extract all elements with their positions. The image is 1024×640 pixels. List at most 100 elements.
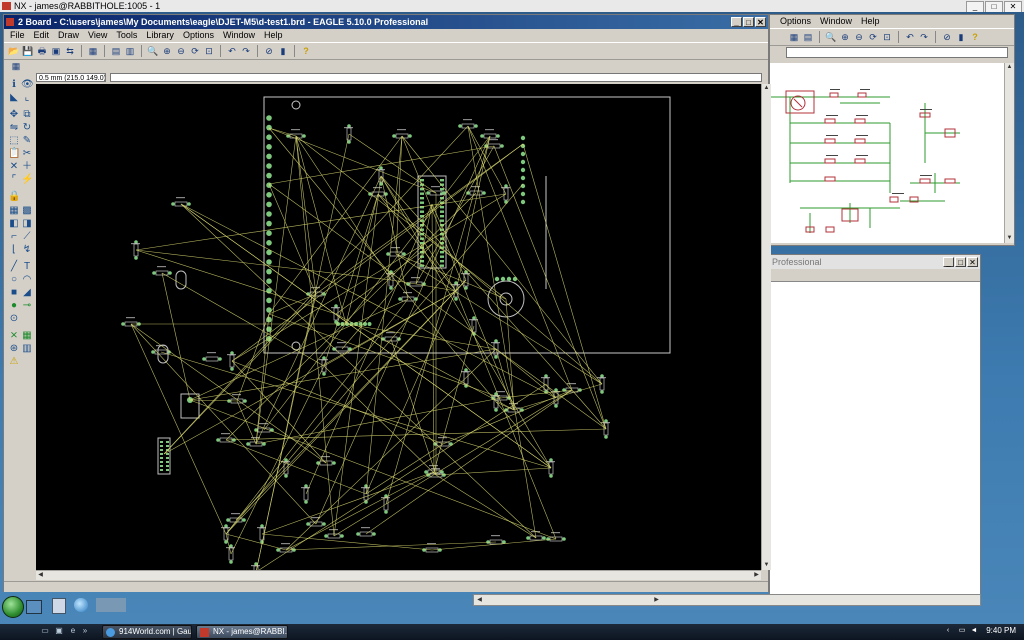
grid-settings-icon[interactable]: ▦ [11, 61, 21, 71]
layer-icon[interactable]: ▦ [789, 32, 799, 42]
open-icon[interactable]: 📂 [8, 46, 20, 56]
ie-icon[interactable]: e [70, 626, 76, 635]
smash-icon[interactable]: ✂ [22, 148, 32, 159]
quicklaunch-ie-icon[interactable] [74, 598, 88, 612]
menu-edit[interactable]: Edit [33, 30, 50, 40]
command-input[interactable] [110, 73, 762, 82]
mark-icon[interactable]: ⌞ [24, 92, 30, 103]
menu-options[interactable]: Options [182, 30, 214, 40]
undo-icon[interactable]: ↶ [228, 46, 236, 56]
cam-icon[interactable]: ▣ [51, 46, 61, 56]
stop-icon[interactable]: ⊘ [943, 32, 951, 42]
text-icon[interactable]: T [23, 261, 31, 272]
media-icon[interactable]: ▣ [55, 626, 63, 635]
grid-icon[interactable]: ▤ [111, 46, 121, 56]
redo-icon[interactable]: ↷ [920, 32, 928, 42]
zoom-in-icon[interactable]: ⊕ [841, 32, 849, 42]
start-button[interactable] [2, 596, 24, 618]
schematic-vscroll[interactable]: ▲ ▼ [1004, 63, 1014, 243]
scroll-right-icon[interactable]: ▶ [754, 572, 759, 578]
secondary-maximize-button[interactable]: □ [955, 257, 966, 267]
zoom-select-icon[interactable]: ⊡ [883, 32, 891, 42]
help-icon[interactable]: ? [303, 46, 309, 56]
redo-icon[interactable]: ↷ [242, 46, 250, 56]
board-minimize-button[interactable]: _ [731, 17, 742, 27]
rect-icon[interactable]: ■ [10, 287, 18, 298]
line-icon[interactable]: ╱ [10, 261, 18, 272]
ulp-icon[interactable]: ▥ [125, 46, 135, 56]
grid-icon[interactable]: ▤ [803, 32, 813, 42]
stop-icon[interactable]: ⊘ [265, 46, 273, 56]
taskbar-item-nx[interactable]: NX - james@RABBI... [196, 625, 288, 639]
quicklaunch-network-icon[interactable] [26, 600, 42, 614]
value-icon[interactable]: ◨ [22, 218, 32, 229]
explorer-icon[interactable]: ▭ [41, 626, 49, 635]
save-icon[interactable]: 💾 [22, 46, 34, 56]
tray-volume-icon[interactable]: ◄ [970, 627, 978, 634]
schematic-canvas[interactable] [770, 63, 1006, 243]
board-window[interactable]: 2 Board - C:\users\james\My Documents\ea… [3, 14, 771, 592]
board-hscroll[interactable]: ◀ ▶ [36, 570, 761, 580]
quicklaunch-show-desktop-icon[interactable] [96, 598, 126, 612]
zoom-out-icon[interactable]: ⊖ [855, 32, 863, 42]
rotate-icon[interactable]: ↻ [22, 122, 32, 133]
secondary-window-content[interactable] [770, 281, 980, 606]
add-icon[interactable]: ＋ [22, 161, 32, 172]
hole-icon[interactable]: ⊙ [9, 313, 19, 324]
print-icon[interactable]: 🖶 [37, 46, 47, 56]
tray-clock[interactable]: 9:40 PM [986, 626, 1016, 635]
scroll-down-icon[interactable]: ▼ [763, 562, 770, 568]
move-icon[interactable]: ✥ [9, 109, 19, 120]
ratsnest-icon[interactable]: ⨯ [9, 330, 19, 341]
scroll-left-icon[interactable]: ◀ [477, 597, 482, 603]
replace-icon[interactable]: ▩ [22, 205, 32, 216]
via-icon[interactable]: ● [10, 300, 18, 311]
scroll-up-icon[interactable]: ▲ [1006, 64, 1013, 70]
board-close-button[interactable]: ✕ [755, 17, 766, 27]
scroll-left-icon[interactable]: ◀ [38, 572, 43, 578]
board-schematic-switch-icon[interactable]: ⇆ [66, 46, 74, 56]
tray-arrow-icon[interactable]: ‹ [946, 627, 950, 634]
zoom-fit-icon[interactable]: 🔍 [825, 32, 837, 42]
info-icon[interactable]: ℹ [12, 79, 16, 90]
schematic-window[interactable]: Options Window Help ▦ ▤ 🔍 ⊕ ⊖ ⟳ ⊡ ↶ ↷ ⊘ … [769, 14, 1015, 246]
signal-icon[interactable]: ↯ [22, 244, 32, 255]
drc-icon[interactable]: ▥ [22, 343, 32, 354]
secondary-close-button[interactable]: ✕ [967, 257, 978, 267]
menu-help[interactable]: Help [263, 30, 283, 40]
board-canvas[interactable] [36, 84, 761, 582]
redraw-icon[interactable]: ⟳ [869, 32, 877, 42]
polygon-icon[interactable]: ◢ [23, 287, 31, 298]
delete-icon[interactable]: ✕ [9, 161, 19, 172]
background-window-scrollbar[interactable]: ◀ ▶ [473, 594, 981, 606]
zoom-in-icon[interactable]: ⊕ [163, 46, 171, 56]
board-maximize-button[interactable]: □ [743, 17, 754, 27]
menu-window[interactable]: Window [222, 30, 255, 40]
schematic-menu-window[interactable]: Window [820, 16, 853, 26]
circle-icon[interactable]: ○ [10, 274, 18, 285]
warning-icon[interactable]: ⚠ [9, 356, 19, 367]
board-vscroll[interactable]: ▲ ▼ [761, 84, 771, 570]
scroll-down-icon[interactable]: ▼ [1006, 235, 1013, 241]
schematic-menu-options[interactable]: Options [780, 16, 812, 26]
menu-draw[interactable]: Draw [58, 30, 80, 40]
zoom-select-icon[interactable]: ⊡ [205, 46, 213, 56]
scroll-right-icon[interactable]: ▶ [654, 597, 659, 603]
autorouter-icon[interactable]: ▦ [22, 330, 32, 341]
optimize-icon[interactable]: ▦ [9, 205, 19, 216]
zoom-fit-icon[interactable]: 🔍 [147, 46, 159, 56]
display-icon[interactable]: ◣ [10, 92, 18, 103]
layer-icon[interactable]: ▦ [88, 46, 98, 56]
help-icon[interactable]: ? [972, 32, 978, 42]
pad-icon[interactable]: ⊸ [22, 300, 32, 311]
menu-file[interactable]: File [10, 30, 25, 40]
tray-network-icon[interactable]: ▭ [958, 627, 966, 634]
schematic-menu-help[interactable]: Help [861, 16, 880, 26]
eagle-secondary-window[interactable]: Professional _ □ ✕ [769, 254, 981, 606]
wire-icon[interactable]: ⌊ [12, 244, 16, 255]
copy-icon[interactable]: ⧉ [23, 109, 31, 120]
zoom-out-icon[interactable]: ⊖ [177, 46, 185, 56]
go-icon[interactable]: ▮ [280, 46, 286, 56]
show-icon[interactable]: 👁 [21, 79, 34, 90]
redraw-icon[interactable]: ⟳ [191, 46, 199, 56]
